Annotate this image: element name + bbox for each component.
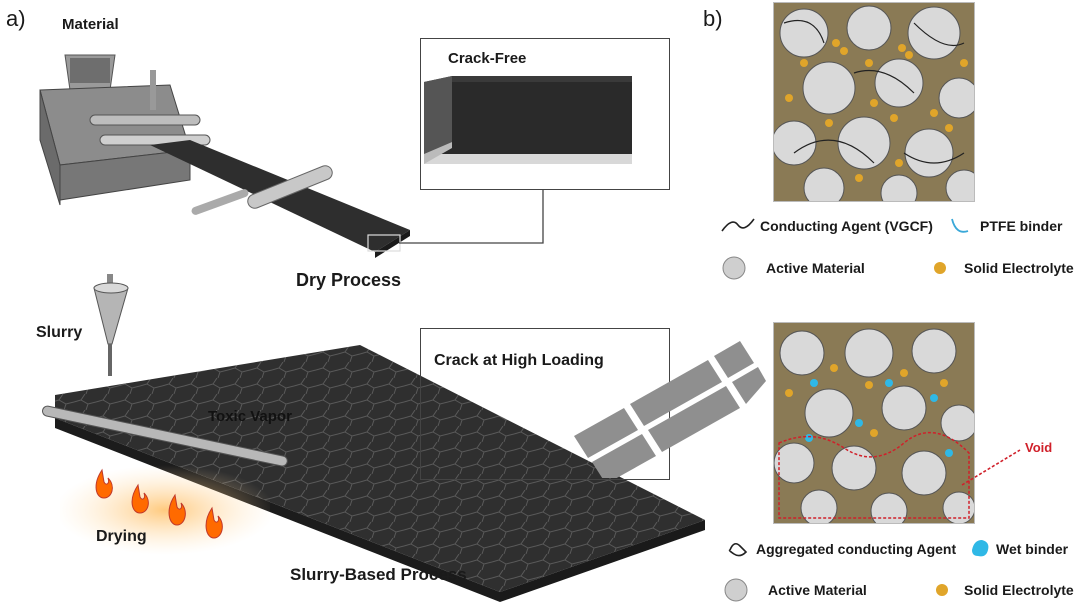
panel-a-label: a) <box>6 6 26 31</box>
dry-electrode-microstructure <box>773 2 975 202</box>
slurry-electrode-microstructure <box>773 322 975 524</box>
crack-free-inset-box <box>420 38 670 190</box>
legend-active-material-bottom: Active Material <box>768 582 867 598</box>
dry-process-label: Dry Process <box>296 270 402 290</box>
broken-arrow-graphic <box>574 341 766 478</box>
void-pointer-line <box>961 449 1021 486</box>
legend-aggregated-agent: Aggregated conducting Agent <box>756 541 957 557</box>
crack-free-sheet-block <box>424 76 632 164</box>
legend-wet-binder: Wet binder <box>996 541 1069 557</box>
solid-electrolyte-icon-bottom <box>936 584 948 596</box>
solid-electrolyte-icon <box>934 262 946 274</box>
aggregated-conducting-agent-icon <box>728 542 748 557</box>
legend-solid-electrolyte-bottom: Solid Electrolyte <box>964 582 1074 598</box>
legend-conducting-agent: Conducting Agent (VGCF) <box>760 218 933 234</box>
legend-solid-electrolyte: Solid Electrolyte <box>964 260 1074 276</box>
panel-b-label: b) <box>703 6 723 31</box>
material-label: Material <box>62 16 119 33</box>
active-material-icon <box>722 256 746 280</box>
crack-free-label: Crack-Free <box>448 50 527 67</box>
conducting-agent-icon <box>721 218 755 232</box>
legend-ptfe-binder: PTFE binder <box>980 218 1063 234</box>
void-label: Void <box>1025 440 1053 455</box>
active-material-icon-bottom <box>724 578 748 602</box>
slurry-based-process-label: Slurry-Based Process <box>290 565 467 584</box>
ptfe-binder-icon <box>951 218 969 233</box>
crack-at-high-loading-label: Crack at High Loading <box>434 352 604 369</box>
inset-connector-line <box>399 189 544 244</box>
drying-label: Drying <box>96 528 147 545</box>
slurry-nozzle-illustration <box>93 274 129 376</box>
drying-flames-illustration <box>60 465 270 555</box>
toxic-vapor-label: Toxic Vapor <box>208 408 292 425</box>
slurry-cracked-sheet-illustration <box>42 345 705 602</box>
slurry-label: Slurry <box>36 324 83 341</box>
legend-active-material: Active Material <box>766 260 865 276</box>
wet-binder-icon <box>972 540 989 557</box>
dry-process-machine-illustration <box>39 54 410 258</box>
